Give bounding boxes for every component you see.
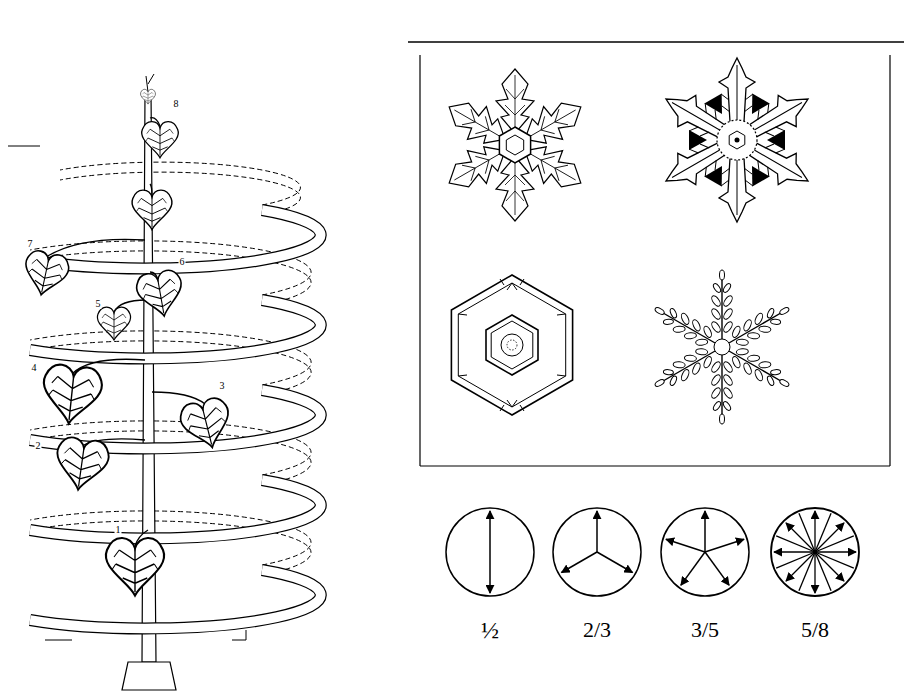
callout-number: 2 [35, 441, 42, 451]
snowflake [649, 270, 794, 424]
snowflake-panel [408, 42, 904, 466]
callout-number: 8 [173, 99, 180, 109]
snowflake [650, 58, 825, 222]
spiral-ribbon-front [30, 210, 321, 628]
callout-number: 6 [179, 257, 186, 267]
fraction-label: 2/3 [582, 619, 612, 641]
heart-leaves [20, 89, 236, 595]
leaf-stalks [46, 118, 205, 546]
plant-stem [122, 74, 176, 690]
callout-number: 3 [219, 381, 226, 391]
spiral-ribbon-back [30, 162, 311, 575]
snowflake [451, 275, 572, 415]
divergence-circle [446, 508, 534, 596]
callout-number: 4 [31, 363, 38, 373]
snowflake [440, 69, 591, 221]
callout-number: 1 [115, 525, 122, 535]
fraction-label: 5/8 [800, 619, 830, 641]
callout-number: 7 [27, 239, 34, 249]
fraction-label: 3/5 [690, 619, 720, 641]
callout-number: 5 [95, 299, 102, 309]
frame-marks [8, 146, 246, 640]
fraction-label: ½ [480, 618, 500, 642]
divergence-circle [771, 508, 859, 596]
divergence-circle [553, 508, 641, 596]
divergence-circle [661, 508, 749, 596]
